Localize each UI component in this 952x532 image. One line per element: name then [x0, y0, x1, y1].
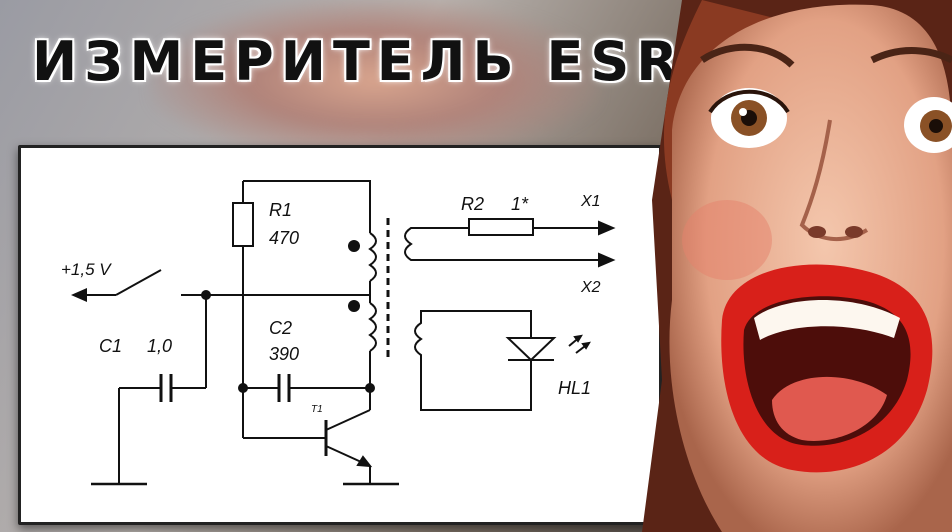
c2-label: C2: [269, 318, 292, 338]
surprised-woman-illustration: [642, 0, 952, 532]
teeth: [754, 299, 900, 340]
page-title: ИЗМЕРИТЕЛЬ ESR: [32, 30, 685, 93]
transistor-label: T1: [311, 404, 323, 415]
r1-value: 470: [269, 228, 299, 248]
schematic-panel: R1 470 C2 390 C1 1,0 +1,5 V T1 R2 1* X1 …: [18, 145, 662, 525]
circuit-diagram: R1 470 C2 390 C1 1,0 +1,5 V T1 R2 1* X1 …: [61, 180, 616, 486]
voltage-label: +1,5 V: [61, 260, 112, 279]
c1-label: C1: [99, 336, 122, 356]
r2-value: 1*: [511, 194, 529, 214]
c1-value: 1,0: [147, 336, 172, 356]
r2-label: R2: [461, 194, 484, 214]
background-blur: [150, 0, 600, 160]
c2-value: 390: [269, 344, 299, 364]
left-eyebrow: [700, 43, 795, 68]
battery-arrow-icon: [71, 288, 87, 302]
x1-label: X1: [580, 193, 601, 210]
led-label: HL1: [558, 378, 591, 398]
r1-label: R1: [269, 200, 292, 220]
x2-label: X2: [580, 279, 601, 296]
